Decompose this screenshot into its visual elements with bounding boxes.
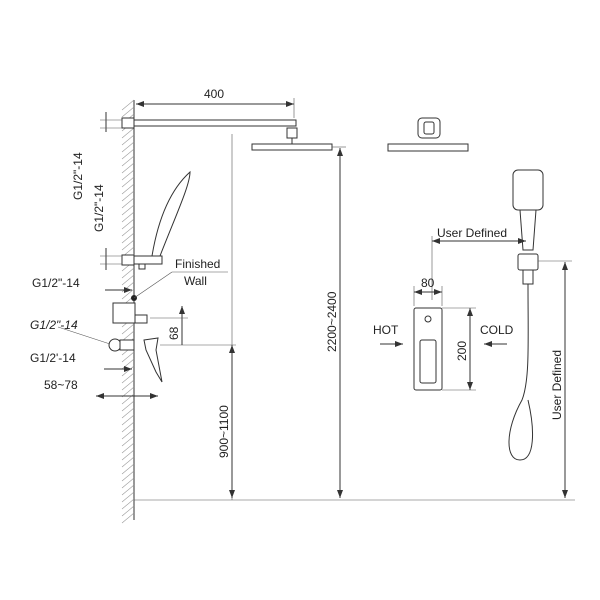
wall-hatch-line: [121, 99, 135, 111]
wall-hatch-line: [121, 505, 135, 517]
handshower-offset-label: User Defined: [437, 226, 507, 240]
wall-hatch-line: [121, 232, 135, 244]
dimension-lines: [57, 98, 572, 500]
wall-hatch-line: [121, 484, 135, 496]
wall-hatch-line: [121, 148, 135, 160]
holder-height-label: User Defined: [550, 350, 564, 420]
wall-hatch-line: [121, 183, 135, 195]
wall-hatch-line: [121, 127, 135, 139]
thread-wall-outlet-label: G1/2"-14: [32, 276, 80, 290]
wall-hatch-line: [121, 162, 135, 174]
thread-top-label: G1/2"-14: [71, 152, 85, 200]
wall-hatch-line: [121, 435, 135, 447]
wall-hatch-line: [121, 379, 135, 391]
wall-hatch-line: [121, 351, 135, 363]
wall-hatch-line: [121, 456, 135, 468]
wall-hatch-line: [121, 155, 135, 167]
hot-label: HOT: [373, 323, 399, 337]
thread-handshower-label: G1/2"-14: [92, 184, 106, 232]
wall-hatch-line: [121, 141, 135, 153]
wall-hatch-line: [121, 421, 135, 433]
wall-hatch-line: [121, 169, 135, 181]
wall-hatch-line: [121, 372, 135, 384]
wall-hatch-line: [121, 218, 135, 230]
valve-side: [108, 271, 228, 383]
finished-label: Finished: [175, 257, 220, 271]
wall-hatch-line: [121, 323, 135, 335]
wall-hatch-line: [121, 197, 135, 209]
wall-hatch-line: [121, 176, 135, 188]
wall-hatch-line: [121, 414, 135, 426]
wall-hatch-line: [121, 211, 135, 223]
wall-hatch-line: [121, 225, 135, 237]
wall-hatch-line: [121, 190, 135, 202]
wall-hatch-line: [121, 288, 135, 300]
mixer-plate-front: [380, 307, 507, 391]
wall-hatch-line: [121, 498, 135, 510]
head-height-label: 2200~2400: [325, 291, 339, 352]
hand-shower-front: [508, 169, 544, 461]
wall-label: Wall: [184, 274, 207, 288]
plate-height-label: 200: [455, 341, 469, 361]
wall-hatch-line: [121, 330, 135, 342]
plate-width-label: 80: [421, 276, 435, 290]
wall-hatch-line: [121, 106, 135, 118]
rain-shower-side: [121, 117, 333, 151]
arm-length-label: 400: [204, 87, 224, 101]
wall-hatch-line: [121, 428, 135, 440]
wall-hatch-line: [121, 400, 135, 412]
wall-hatch-line: [121, 407, 135, 419]
wall-hatch-line: [121, 134, 135, 146]
wall-hatch-line: [121, 477, 135, 489]
hand-shower-side: [121, 170, 191, 270]
wall-hatch-line: [121, 463, 135, 475]
cold-label: COLD: [480, 323, 514, 337]
valve-height-label: 900~1100: [217, 405, 231, 458]
wall-hatch-line: [121, 204, 135, 216]
rain-shower-front: [387, 117, 469, 152]
wall-hatch-line: [121, 512, 135, 524]
wall-hatch-line: [121, 449, 135, 461]
wall-hatch-line: [121, 470, 135, 482]
wall: [121, 99, 135, 524]
valve-spacing-label: 68: [167, 326, 181, 340]
thread-valve-inlet-label: G1/2"-14: [30, 318, 78, 332]
wall-hatch-line: [121, 274, 135, 286]
wall-hatch-line: [121, 267, 135, 279]
thread-valve-lower-label: G1/2'-14: [30, 351, 76, 365]
wall-hatch-line: [121, 239, 135, 251]
wall-depth-label: 58~78: [44, 378, 78, 392]
wall-hatch-line: [121, 442, 135, 454]
wall-hatch-line: [121, 491, 135, 503]
